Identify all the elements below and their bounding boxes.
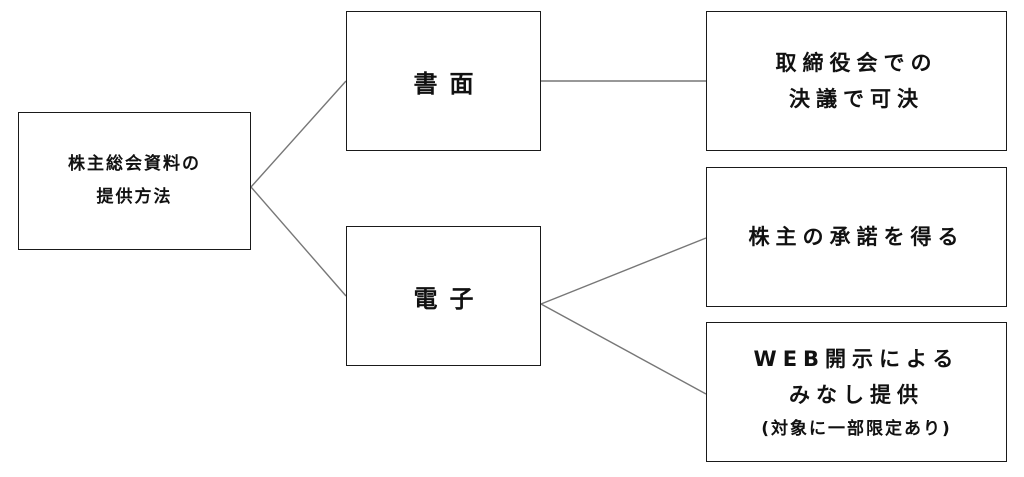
board-resolution-line1: 取締役会での <box>775 51 938 75</box>
board-resolution-line2: 決議で可決 <box>789 87 924 111</box>
board-resolution-node: 取締役会での決議で可決 <box>706 11 1007 151</box>
connector-root-to-electronic <box>250 186 347 297</box>
connector-electronic-to-web <box>540 303 707 395</box>
root-node-line1: 株主総会資料の <box>68 154 201 174</box>
root-node-line2: 提供方法 <box>96 187 173 207</box>
web-disclosure-node: WEB開示によるみなし提供 (対象に一部限定あり) <box>706 322 1007 462</box>
board-resolution-label: 取締役会での決議で可決 <box>776 45 938 117</box>
paper-node-label: 書面 <box>413 69 486 98</box>
root-node: 株主総会資料の提供方法 <box>18 112 251 250</box>
electronic-node: 電子 <box>346 226 541 366</box>
shareholder-consent-label: 株主の承諾を得る <box>748 225 965 249</box>
connector-electronic-to-consent <box>540 237 707 305</box>
shareholder-consent-node: 株主の承諾を得る <box>706 167 1007 307</box>
electronic-node-label: 電子 <box>413 284 486 313</box>
connector-root-to-paper <box>250 80 347 188</box>
web-disclosure-line1: WEB開示による <box>753 347 960 371</box>
root-node-label: 株主総会資料の提供方法 <box>68 148 201 214</box>
web-disclosure-note: (対象に一部限定あり) <box>761 419 952 439</box>
paper-node: 書面 <box>346 11 541 151</box>
web-disclosure-line2: みなし提供 <box>788 383 924 407</box>
web-disclosure-label: WEB開示によるみなし提供 <box>754 341 960 413</box>
